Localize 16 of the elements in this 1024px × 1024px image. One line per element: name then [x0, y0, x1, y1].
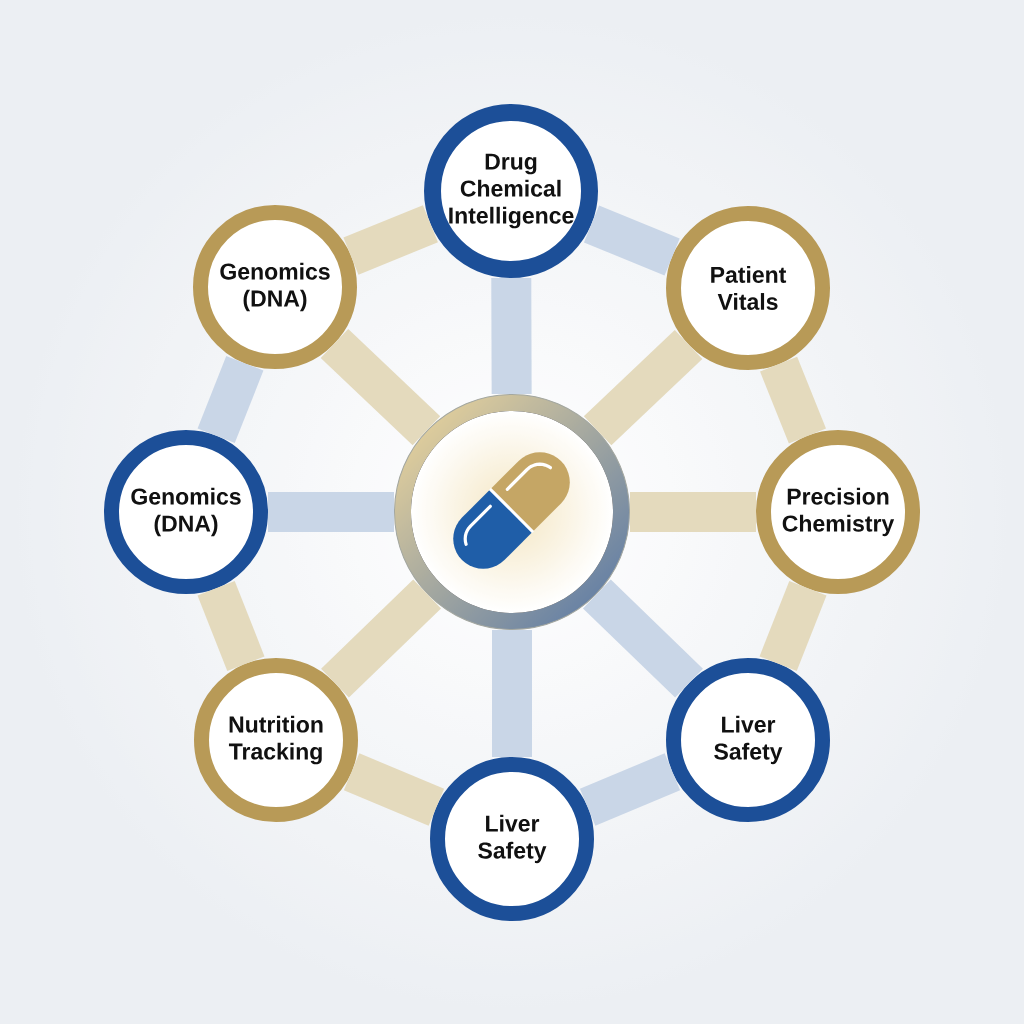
connector-band	[583, 329, 703, 446]
connector-band	[579, 753, 681, 826]
connector-band	[492, 630, 532, 757]
connector-band	[760, 356, 826, 444]
connector-band	[197, 580, 265, 672]
connector-band	[197, 355, 264, 444]
connector-band	[583, 205, 680, 276]
connector-band	[321, 579, 442, 698]
connector-band	[320, 328, 441, 446]
connector-band	[630, 492, 756, 532]
connector-band	[491, 277, 532, 395]
connector-band	[268, 492, 394, 532]
connector-band	[343, 753, 445, 826]
connector-band	[759, 580, 827, 672]
connector-band	[343, 205, 438, 275]
connector-band	[583, 579, 703, 698]
